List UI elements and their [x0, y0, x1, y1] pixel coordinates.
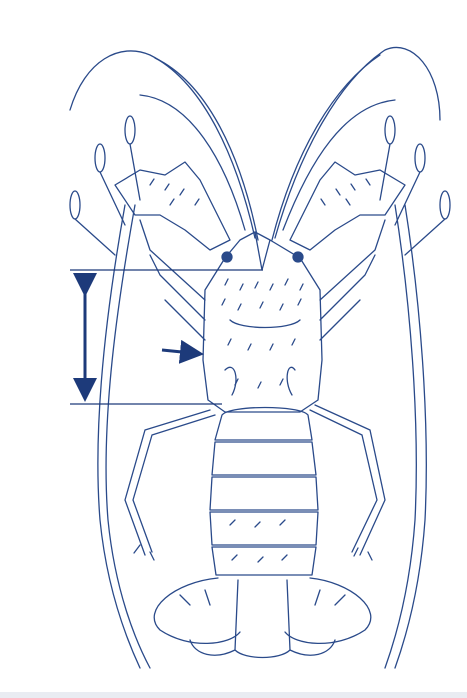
- abdomen: [210, 408, 318, 576]
- left-walking-legs: [125, 220, 215, 560]
- carapace: [203, 232, 322, 412]
- right-antenna-outer: [272, 47, 440, 240]
- pointer-arrow: [162, 350, 192, 353]
- tail-fan: [154, 578, 371, 658]
- right-walking-legs: [310, 220, 385, 560]
- right-antenna-flagellum: [385, 205, 426, 668]
- right-antennule-tips: [380, 116, 450, 255]
- left-antennal-base: [115, 162, 230, 250]
- carapace-length-guides: [70, 270, 263, 404]
- left-antenna-flagellum: [98, 205, 150, 668]
- eyes: [222, 252, 303, 262]
